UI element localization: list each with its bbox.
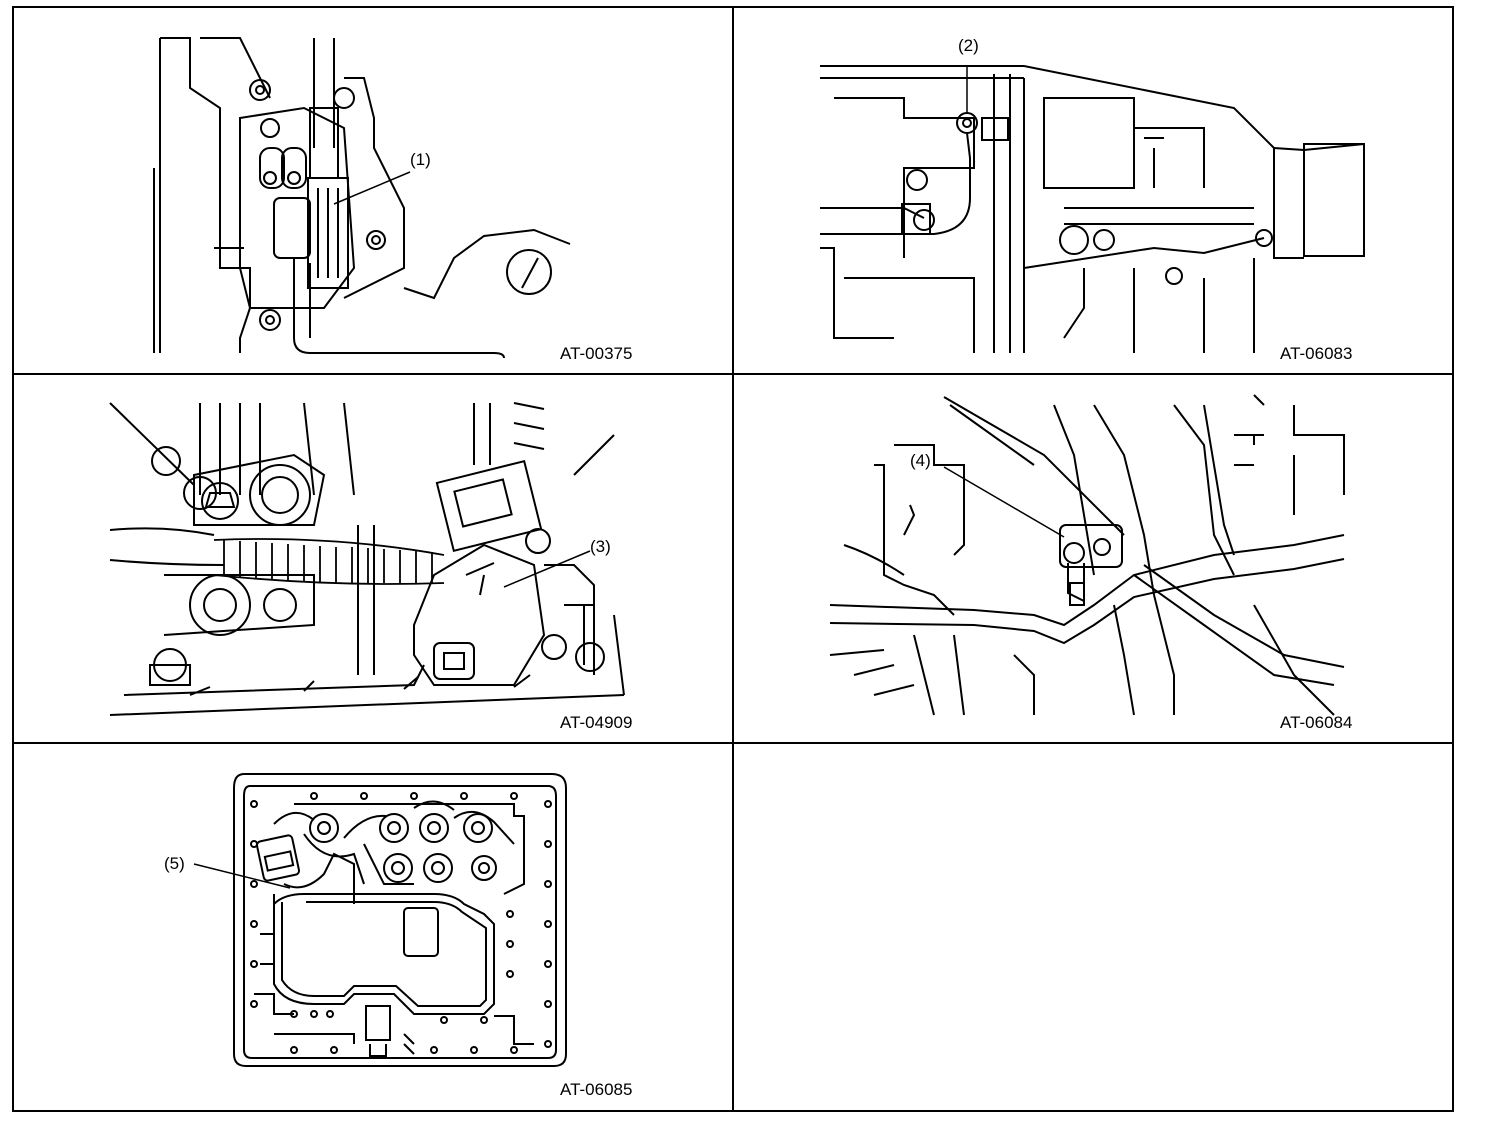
callout-label: (3)	[590, 537, 611, 556]
callout-label: (5)	[164, 854, 185, 873]
figure-code: AT-06083	[1280, 344, 1353, 363]
callout-label: (4)	[910, 451, 931, 470]
figure-panel-1: AT-00375 (1)	[14, 8, 732, 373]
figure-code: AT-00375	[560, 344, 633, 363]
figure-code: AT-04909	[560, 713, 633, 732]
empty-panel	[734, 744, 1452, 1110]
drawing-valve-body	[193, 773, 567, 1067]
figure-panel-5: AT-06085 (5)	[14, 744, 732, 1110]
drawing-speed-sensor	[829, 394, 1345, 716]
callout-label: (1)	[410, 150, 431, 169]
callout-label: (2)	[958, 36, 979, 55]
drawing-transmission-side	[820, 65, 1365, 353]
figure-panel-2: AT-06083 (2)	[734, 8, 1452, 373]
figure-code: AT-06084	[1280, 713, 1353, 732]
drawing-select-cable	[109, 402, 625, 716]
figure-panel-4: AT-06084 (4)	[734, 375, 1452, 742]
figure-code: AT-06085	[560, 1080, 633, 1099]
figure-panel-3: AT-04909 (3)	[14, 375, 732, 742]
drawing-inhibitor-switch	[153, 37, 571, 359]
column-divider	[732, 6, 734, 1112]
